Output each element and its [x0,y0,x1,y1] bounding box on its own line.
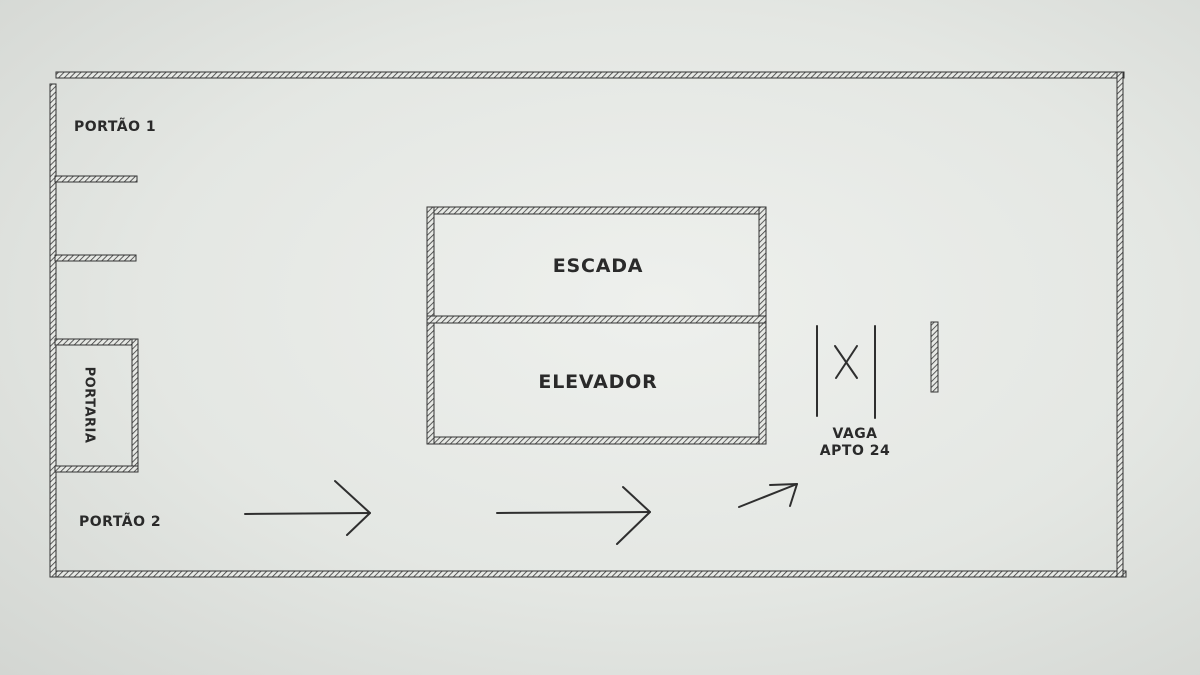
arrow-right-1 [244,480,371,536]
pillar [930,321,939,393]
outer-wall-top [55,71,1125,79]
left-wall-stubs [54,175,138,262]
stair-elevator-block [426,206,767,445]
portaria-booth [54,338,139,473]
outer-wall-left [49,83,57,578]
vaga-x-mark-b [835,345,858,379]
portaria-wall-top [54,338,139,346]
label-vaga-line2: APTO 24 [819,443,891,459]
vaga-parking-space [816,325,876,419]
outer-walls [49,71,1127,578]
arrow-diagonal [738,483,798,508]
label-vaga: VAGA APTO 24 [800,426,910,460]
label-escada: ESCADA [552,255,644,277]
outer-wall-right [1116,71,1124,578]
block-wall-divider [426,315,767,324]
outer-wall-bottom [49,570,1127,578]
label-portao-2: PORTÃO 2 [79,514,162,530]
block-wall-bottom [426,436,767,445]
label-portaria: PORTARIA [81,366,97,444]
block-wall-right [758,206,767,445]
label-elevador: ELEVADOR [538,371,658,393]
portaria-wall-bottom [54,465,139,473]
label-portao-1: PORTÃO 1 [74,119,157,135]
label-vaga-line1: VAGA [832,426,878,442]
portaria-wall-right [131,338,139,473]
arrow-right-2 [496,486,651,545]
block-wall-top [426,206,767,215]
block-wall-left [426,206,435,445]
wall-stub-middle [54,254,137,262]
wall-stub-upper [54,175,138,183]
direction-arrows [244,480,798,545]
